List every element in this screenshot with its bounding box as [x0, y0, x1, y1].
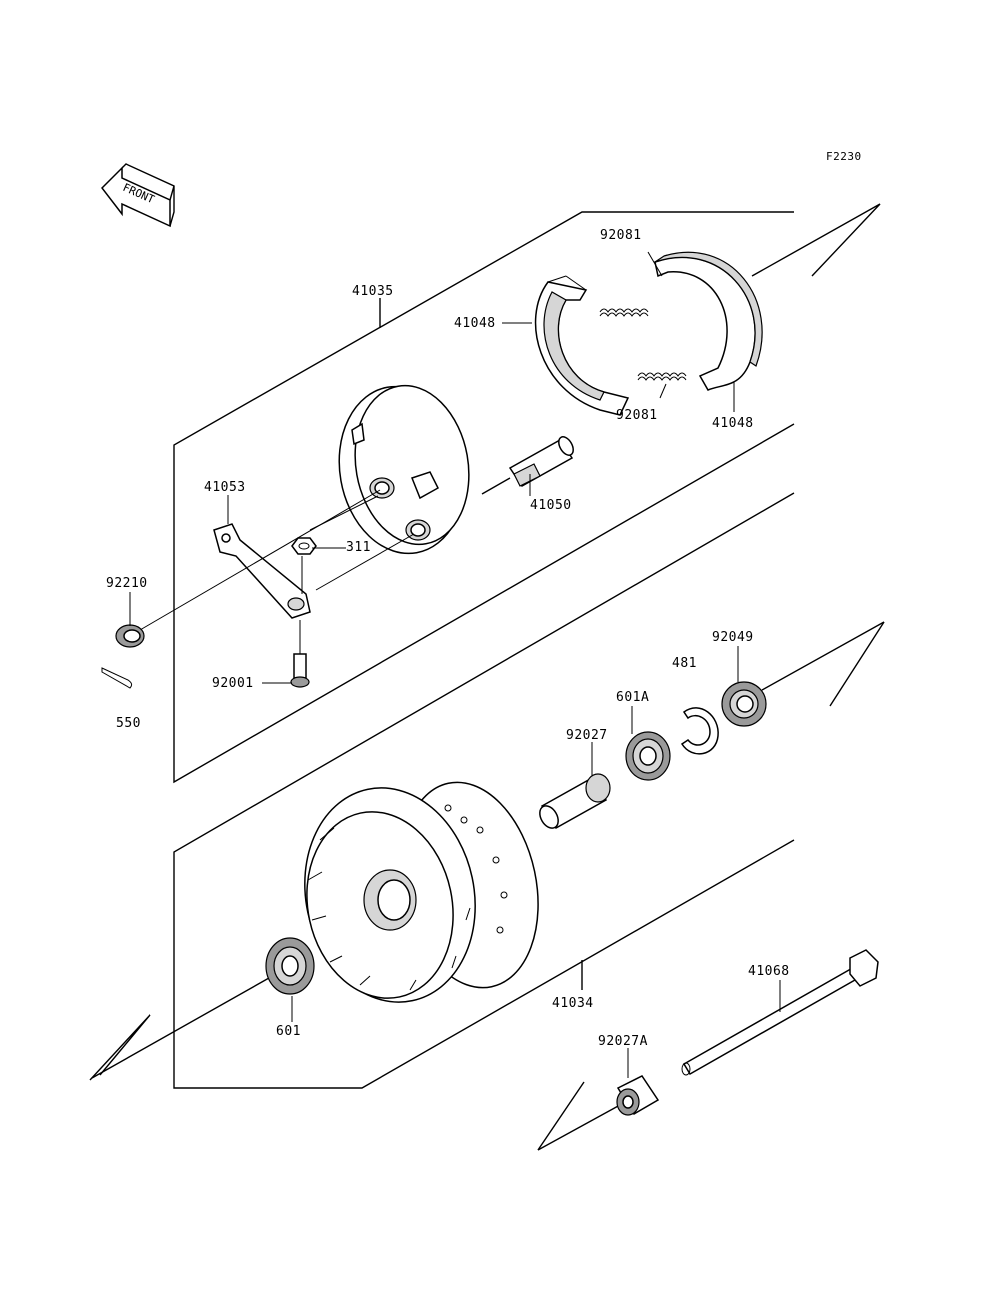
part-label-92001: 92001: [212, 676, 254, 691]
part-label-41068: 41068: [748, 964, 790, 979]
castle-nut: [115, 624, 145, 648]
part-label-92081-top: 92081: [600, 228, 642, 243]
brake-panel: [338, 384, 470, 555]
spacer-92027a: [616, 1075, 660, 1116]
nut-311: [291, 537, 317, 555]
part-label-41048-left: 41048: [454, 316, 496, 331]
spacer-92027: [539, 773, 611, 830]
wheel-hub: [304, 781, 539, 1003]
bearing-601: [265, 937, 315, 995]
hub-assembly-frame: [173, 492, 795, 1089]
brake-lever: [213, 523, 311, 619]
part-label-41035: 41035: [352, 284, 394, 299]
leader-lines: [129, 251, 781, 1078]
brake-shoe-left: [534, 275, 630, 416]
figure-code: F2230: [826, 150, 862, 163]
oil-seal: [721, 681, 767, 727]
part-label-92049: 92049: [712, 630, 754, 645]
part-label-481: 481: [672, 656, 697, 671]
part-label-41034: 41034: [552, 996, 594, 1011]
part-label-550: 550: [116, 716, 141, 731]
spring-top: [599, 308, 649, 317]
brake-shoe-right: [654, 251, 763, 391]
circlip: [680, 707, 719, 755]
part-label-41050: 41050: [530, 498, 572, 513]
part-label-92081-bottom: 92081: [616, 408, 658, 423]
bearing-601a: [625, 731, 671, 781]
part-label-92027a: 92027A: [598, 1034, 648, 1049]
part-label-92027: 92027: [566, 728, 608, 743]
front-arrow-icon: FRONT: [101, 163, 175, 228]
brake-camshaft: [481, 436, 574, 495]
part-label-601a: 601A: [616, 690, 650, 705]
part-label-41053: 41053: [204, 480, 246, 495]
bolt-92001: [290, 653, 310, 688]
part-label-311: 311: [346, 540, 371, 555]
part-label-41048-right: 41048: [712, 416, 754, 431]
cotter-pin: [101, 667, 133, 689]
part-label-601: 601: [276, 1024, 301, 1039]
spring-bottom: [637, 372, 687, 381]
part-label-92210: 92210: [106, 576, 148, 591]
axle: [681, 949, 879, 1076]
axis-lines: [89, 621, 885, 1151]
brake-assembly-frame: [173, 203, 881, 784]
